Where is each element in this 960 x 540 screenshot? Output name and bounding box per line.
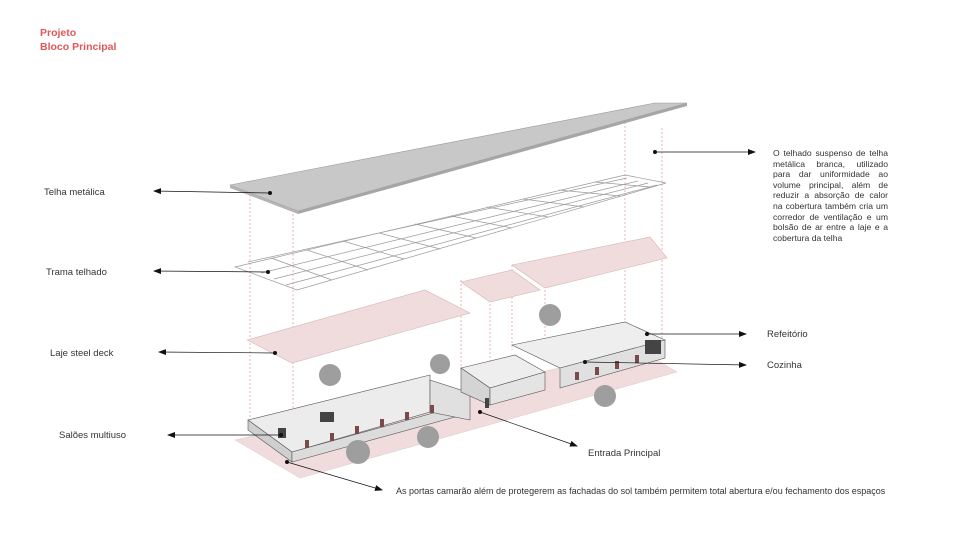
label-laje-steel-deck: Laje steel deck (50, 348, 114, 359)
building-volumes (247, 321, 666, 463)
roof-description: O telhado suspenso de telha metálica bra… (773, 148, 888, 243)
label-cozinha: Cozinha (767, 360, 802, 371)
label-telha-metalica: Telha metálica (44, 187, 105, 198)
label-refeitorio: Refeitório (767, 329, 808, 340)
facade-windows (305, 355, 639, 448)
page-title: Projeto Bloco Principal (40, 26, 116, 54)
roof-truss-grid (233, 174, 667, 291)
leader-trama (153, 268, 269, 275)
metal-roof-sheet (228, 102, 688, 214)
steel-deck-slabs (246, 236, 668, 364)
folding-doors-caption: As portas camarão além de protegerem as … (396, 486, 886, 496)
leader-entrada (479, 411, 578, 447)
dark-openings (278, 340, 661, 438)
leader-portas (286, 461, 383, 491)
leader-lines (153, 149, 756, 491)
tree-icons (319, 304, 616, 464)
label-entrada-principal: Entrada Principal (588, 448, 661, 459)
leader-cozinha (584, 361, 747, 368)
leader-telha (153, 188, 271, 195)
leader-dots (266, 150, 657, 464)
title-line-bloco: Bloco Principal (40, 41, 117, 53)
leader-laje (158, 349, 276, 356)
label-trama-telhado: Trama telhado (46, 267, 107, 278)
label-saloes-multiuso: Salões multiuso (59, 430, 127, 441)
title-line-projeto: Projeto (40, 27, 77, 39)
